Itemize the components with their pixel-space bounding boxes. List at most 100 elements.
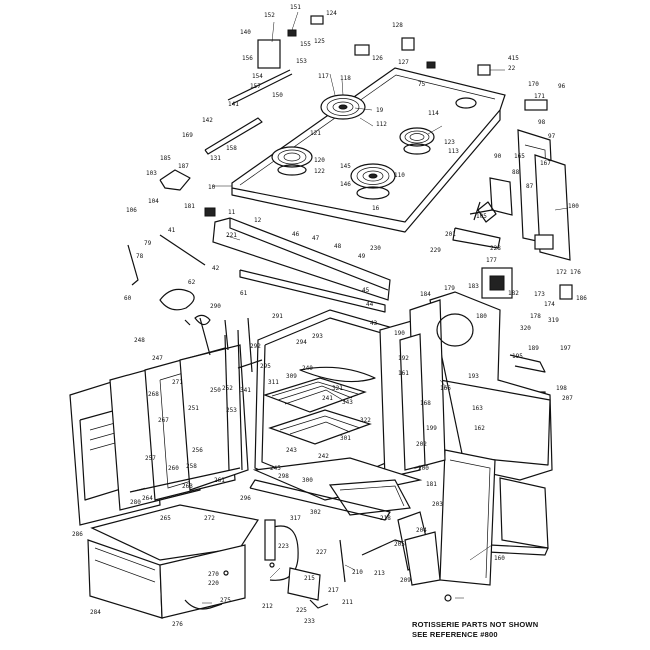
callout-209: 209: [400, 577, 411, 584]
callout-201: 201: [445, 231, 456, 238]
callout-202: 202: [416, 441, 427, 448]
callout-233: 233: [304, 618, 315, 625]
callout-174: 174: [544, 301, 555, 308]
callout-295: 295: [260, 363, 271, 370]
callout-267: 267: [158, 417, 169, 424]
callout-218: 218: [380, 515, 391, 522]
callout-126: 126: [372, 55, 383, 62]
callout-276: 276: [172, 621, 183, 628]
callout-181b: 181: [426, 481, 437, 488]
large-burner-back: [320, 94, 366, 120]
callout-42: 42: [212, 265, 220, 272]
callout-185: 185: [160, 155, 171, 162]
callout-160: 160: [494, 555, 505, 562]
callout-184: 184: [420, 291, 431, 298]
callout-183: 183: [468, 283, 479, 290]
callout-192: 192: [398, 355, 409, 362]
callout-44: 44: [366, 301, 374, 308]
callout-177: 177: [486, 257, 497, 264]
callout-181: 181: [184, 203, 195, 210]
callout-141: 141: [228, 101, 239, 108]
callout-98: 98: [538, 119, 546, 126]
callout-253: 253: [226, 407, 237, 414]
callout-190: 190: [394, 330, 405, 337]
callout-104: 104: [148, 198, 159, 205]
vent-cap: [455, 97, 477, 109]
callout-155: 155: [300, 41, 311, 48]
callout-193: 193: [468, 373, 479, 380]
callout-62: 62: [188, 279, 196, 286]
callout-229: 229: [430, 247, 441, 254]
callout-166: 166: [440, 385, 451, 392]
callout-212: 212: [262, 603, 273, 610]
callout-165: 165: [514, 153, 525, 160]
callout-41: 41: [168, 227, 176, 234]
callout-263: 263: [182, 483, 193, 490]
callout-207: 207: [562, 395, 573, 402]
callout-186: 186: [576, 295, 587, 302]
callout-260: 260: [168, 465, 179, 472]
callout-106: 106: [126, 207, 137, 214]
callout-60: 60: [124, 295, 132, 302]
callout-293: 293: [312, 333, 323, 340]
oven-cavity: [254, 299, 474, 499]
callout-292: 292: [250, 343, 261, 350]
callout-230: 230: [370, 245, 381, 252]
callout-49: 49: [358, 253, 366, 260]
callout-197: 197: [560, 345, 571, 352]
callout-245: 245: [270, 465, 281, 472]
callout-113: 113: [448, 148, 459, 155]
callout-195: 195: [512, 353, 523, 360]
callout-128: 128: [392, 22, 403, 29]
callout-291: 291: [272, 313, 283, 320]
callout-22: 22: [508, 65, 516, 72]
callout-140: 140: [240, 29, 251, 36]
callout-163: 163: [472, 405, 483, 412]
callout-45: 45: [362, 287, 370, 294]
large-burner-front: [350, 163, 396, 200]
reference-note: ROTISSERIE PARTS NOT SHOWN SEE REFERENCE…: [412, 620, 538, 639]
callout-117: 117: [318, 73, 329, 80]
callout-319: 319: [548, 317, 559, 324]
callout-152: 152: [264, 12, 275, 19]
callout-290: 290: [210, 303, 221, 310]
callout-210: 210: [352, 569, 363, 576]
callout-12: 12: [254, 217, 262, 224]
callout-220: 220: [208, 580, 219, 587]
callout-213: 213: [374, 570, 385, 577]
callout-271: 271: [172, 379, 183, 386]
callout-142: 142: [202, 117, 213, 124]
callout-250: 250: [210, 387, 221, 394]
small-burner-right: [399, 127, 435, 155]
callout-298: 298: [278, 473, 289, 480]
oven-door-assembly: [69, 317, 263, 526]
callout-labels: 152 151 140 155 156 153 154 157 150 124 …: [72, 4, 587, 628]
callout-257: 257: [145, 455, 156, 462]
callout-100: 100: [568, 203, 579, 210]
callout-75: 75: [418, 81, 426, 88]
callout-286: 286: [72, 531, 83, 538]
callout-124: 124: [326, 10, 337, 17]
callout-301: 301: [340, 435, 351, 442]
callout-122: 122: [314, 168, 325, 175]
callout-88: 88: [512, 169, 520, 176]
callout-217: 217: [328, 587, 339, 594]
callout-19: 19: [376, 107, 384, 114]
callout-321: 321: [332, 385, 343, 392]
callout-261: 261: [214, 477, 225, 484]
leader-lines: [129, 11, 569, 604]
callout-284: 284: [90, 609, 101, 616]
callout-221: 221: [226, 232, 237, 239]
callout-176: 176: [570, 269, 581, 276]
callout-341: 341: [240, 387, 251, 394]
callout-204: 204: [416, 527, 427, 534]
callout-200: 200: [418, 465, 429, 472]
callout-87: 87: [526, 183, 534, 190]
callout-48: 48: [334, 243, 342, 250]
callout-294: 294: [296, 339, 307, 346]
callout-309: 309: [286, 373, 297, 380]
callout-120: 120: [314, 157, 325, 164]
callout-251: 251: [188, 405, 199, 412]
callout-11: 11: [228, 209, 236, 216]
upper-hardware: [159, 15, 548, 217]
